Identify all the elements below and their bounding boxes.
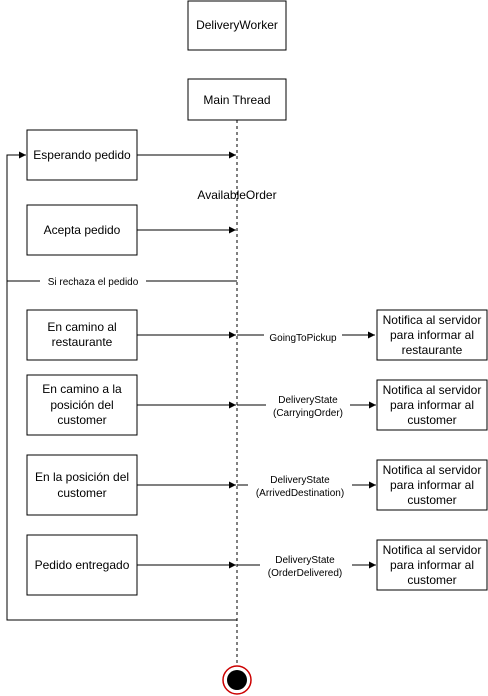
step-acepta-pedido: Acepta pedido xyxy=(26,204,138,256)
notify-restaurant: Notifica al servidor para informar al re… xyxy=(376,309,488,361)
reject-label-bg xyxy=(40,275,146,288)
step-label: En camino a la xyxy=(42,382,122,396)
arrived-label-1: DeliveryState xyxy=(270,475,330,486)
notify-line: Notifica al servidor xyxy=(383,383,482,397)
step-label: Acepta pedido xyxy=(44,223,121,237)
main-thread-lifeline: Main Thread xyxy=(187,78,287,121)
going-pickup-label: GoingToPickup xyxy=(269,333,337,344)
carrying-label-1: DeliveryState xyxy=(278,395,338,406)
step-label: En camino al xyxy=(47,320,116,334)
going-pickup-bg xyxy=(264,331,342,344)
step-camino-restaurante: En camino al restaurante xyxy=(26,309,138,361)
carrying-label-2: (CarryingOrder) xyxy=(273,408,343,419)
reject-label: Si rechaza el pedido xyxy=(48,277,139,288)
notify-line: customer xyxy=(407,573,456,587)
arrived-bg xyxy=(248,473,352,499)
carrying-bg xyxy=(266,393,350,419)
notify-line: para informar al xyxy=(390,328,474,342)
step-label: customer xyxy=(57,486,106,500)
notify-customer-1: Notifica al servidor para informar al cu… xyxy=(376,379,488,431)
arrived-label-2: (ArrivedDestination) xyxy=(256,488,344,499)
notify-line: customer xyxy=(407,413,456,427)
step-label: posición del xyxy=(50,398,113,412)
delivered-label-1: DeliveryState xyxy=(275,555,335,566)
step-camino-customer: En camino a la posición del customer xyxy=(26,374,138,436)
delivered-label-2: (OrderDelivered) xyxy=(268,568,342,579)
notify-customer-2: Notifica al servidor para informar al cu… xyxy=(376,459,488,511)
step-pedido-entregado: Pedido entregado xyxy=(26,534,138,596)
notify-line: para informar al xyxy=(390,558,474,572)
step-label: customer xyxy=(57,413,106,427)
step-label: restaurante xyxy=(52,335,113,349)
end-state-icon xyxy=(222,665,252,695)
step-label: Esperando pedido xyxy=(33,148,131,162)
notify-line: para informar al xyxy=(390,478,474,492)
lifeline-label: Main Thread xyxy=(203,93,270,107)
title-text: DeliveryWorker xyxy=(196,18,278,32)
step-label: Pedido entregado xyxy=(35,558,130,572)
notify-customer-3: Notifica al servidor para informar al cu… xyxy=(376,539,488,591)
delivered-bg xyxy=(260,553,352,579)
notify-line: Notifica al servidor xyxy=(383,313,482,327)
notify-line: Notifica al servidor xyxy=(383,463,482,477)
available-order-label: AvailableOrder xyxy=(197,188,276,202)
notify-line: para informar al xyxy=(390,398,474,412)
deliveryworker-title: DeliveryWorker xyxy=(187,0,287,51)
step-label: En la posición del xyxy=(35,470,129,484)
notify-line: restaurante xyxy=(402,343,463,357)
loop-back-line xyxy=(6,151,237,621)
notify-line: Notifica al servidor xyxy=(383,543,482,557)
notify-line: customer xyxy=(407,493,456,507)
step-esperando-pedido: Esperando pedido xyxy=(26,129,138,181)
step-posicion-customer: En la posición del customer xyxy=(26,454,138,516)
